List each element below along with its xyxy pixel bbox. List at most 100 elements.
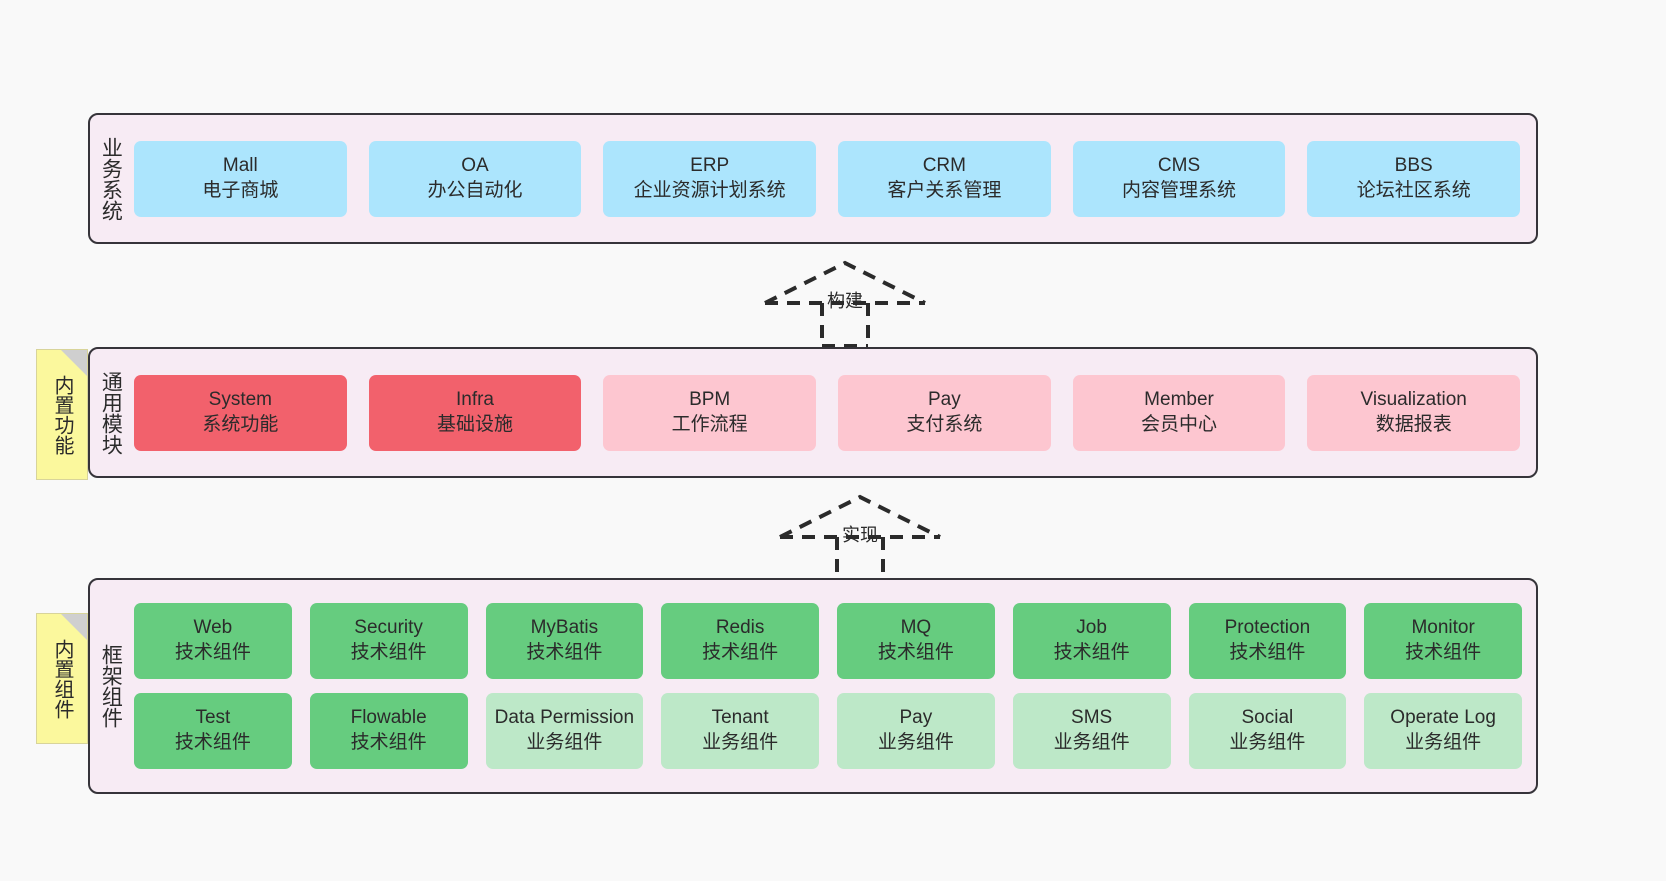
connector-build-label: 构建	[827, 291, 863, 311]
module-card-subtitle: 电子商城	[202, 179, 279, 201]
component-card-security[interactable]: Security 技术组件	[309, 603, 468, 679]
module-card-mall[interactable]: Mall 电子商城	[134, 140, 347, 217]
layer-framework-components-title: 框架组件	[99, 644, 123, 728]
layer-common-modules[interactable]: 通用模块 System 系统功能 Infra 基础设施 BPM 工作流程 Pay…	[88, 347, 1538, 478]
sticky-note-builtin-components[interactable]: 内置组件	[36, 613, 88, 744]
module-card-subtitle: 系统功能	[202, 413, 279, 435]
component-card-job[interactable]: Job 技术组件	[1012, 603, 1171, 679]
sticky-note-label: 内置功能	[51, 374, 73, 455]
component-card-sms[interactable]: SMS 业务组件	[1012, 693, 1171, 769]
component-card-mybatis[interactable]: MyBatis 技术组件	[485, 603, 644, 679]
framework-tech-components-row: Web 技术组件 Security 技术组件 MyBatis 技术组件 Redi…	[134, 603, 1522, 679]
component-card-title: SMS	[1071, 707, 1113, 729]
component-card-title: Pay	[899, 707, 933, 729]
component-card-title: Social	[1241, 707, 1294, 729]
connector-implement-label: 实现	[842, 525, 878, 545]
sticky-note-label: 内置组件	[51, 638, 73, 719]
component-card-title: MyBatis	[530, 617, 599, 639]
component-card-pay[interactable]: Pay 业务组件	[837, 693, 995, 769]
module-card-title: CRM	[922, 154, 966, 176]
module-card-title: Member	[1144, 388, 1214, 410]
component-card-title: Protection	[1224, 617, 1311, 639]
component-card-subtitle: 技术组件	[877, 642, 954, 663]
connector-implement: 实现	[775, 492, 945, 582]
component-card-subtitle: 技术组件	[350, 642, 427, 663]
module-card-visualization[interactable]: Visualization 数据报表	[1307, 374, 1521, 451]
layer-business-systems[interactable]: 业务系统 Mall 电子商城 OA 办公自动化 ERP 企业资源计划系统 CRM…	[88, 113, 1538, 244]
component-card-subtitle: 技术组件	[174, 732, 251, 753]
sticky-note-builtin-features[interactable]: 内置功能	[36, 349, 88, 480]
module-card-title: OA	[461, 154, 489, 176]
module-card-subtitle: 办公自动化	[427, 179, 523, 201]
component-card-subtitle: 技术组件	[1229, 642, 1306, 663]
component-card-subtitle: 业务组件	[1405, 732, 1482, 753]
component-card-subtitle: 业务组件	[702, 732, 779, 753]
module-card-erp[interactable]: ERP 企业资源计划系统	[603, 140, 817, 217]
module-card-subtitle: 工作流程	[671, 413, 748, 435]
component-card-subtitle: 业务组件	[526, 732, 603, 753]
module-card-crm[interactable]: CRM 客户关系管理	[838, 140, 1051, 217]
connector-build-arrow-icon	[764, 260, 926, 348]
module-card-member[interactable]: Member 会员中心	[1072, 374, 1286, 451]
module-card-subtitle: 企业资源计划系统	[633, 179, 786, 201]
component-card-tenant[interactable]: Tenant 业务组件	[661, 693, 819, 769]
module-card-title: BPM	[689, 388, 731, 410]
component-card-redis[interactable]: Redis 技术组件	[661, 603, 819, 679]
connector-build: 构建	[760, 258, 930, 348]
module-card-title: System	[208, 388, 273, 410]
component-card-subtitle: 业务组件	[877, 732, 954, 753]
component-card-test[interactable]: Test 技术组件	[134, 693, 292, 769]
module-card-title: Infra	[455, 388, 495, 410]
component-card-subtitle: 业务组件	[1229, 732, 1306, 753]
component-card-title: Redis	[715, 617, 765, 639]
module-card-title: Mall	[222, 154, 258, 176]
component-card-data-permission[interactable]: Data Permission 业务组件	[485, 693, 644, 769]
component-card-subtitle: 技术组件	[526, 642, 603, 663]
component-card-title: Web	[193, 617, 233, 639]
module-card-pay[interactable]: Pay 支付系统	[838, 374, 1051, 451]
module-card-infra[interactable]: Infra 基础设施	[368, 374, 582, 451]
component-card-protection[interactable]: Protection 技术组件	[1188, 603, 1347, 679]
component-card-operate-log[interactable]: Operate Log 业务组件	[1364, 693, 1522, 769]
module-card-title: ERP	[690, 154, 730, 176]
module-card-subtitle: 支付系统	[906, 413, 983, 435]
module-card-subtitle: 内容管理系统	[1122, 179, 1237, 201]
component-card-title: Flowable	[350, 707, 427, 729]
component-card-mq[interactable]: MQ 技术组件	[837, 603, 995, 679]
module-card-bbs[interactable]: BBS 论坛社区系统	[1307, 140, 1521, 217]
component-card-monitor[interactable]: Monitor 技术组件	[1364, 603, 1522, 679]
component-card-title: Data Permission	[494, 707, 635, 729]
component-card-title: MQ	[900, 617, 932, 639]
module-card-subtitle: 客户关系管理	[887, 179, 1002, 201]
module-card-subtitle: 基础设施	[437, 413, 514, 435]
component-card-title: Tenant	[711, 707, 769, 729]
module-card-cms[interactable]: CMS 内容管理系统	[1072, 140, 1286, 217]
module-card-subtitle: 论坛社区系统	[1356, 179, 1471, 201]
business-systems-row: Mall 电子商城 OA 办公自动化 ERP 企业资源计划系统 CRM 客户关系…	[134, 140, 1521, 217]
common-modules-row: System 系统功能 Infra 基础设施 BPM 工作流程 Pay 支付系统…	[134, 374, 1521, 451]
layer-common-modules-title: 通用模块	[99, 370, 123, 455]
layer-business-systems-body: Mall 电子商城 OA 办公自动化 ERP 企业资源计划系统 CRM 客户关系…	[130, 115, 1536, 242]
layer-common-modules-body: System 系统功能 Infra 基础设施 BPM 工作流程 Pay 支付系统…	[130, 349, 1536, 476]
module-card-subtitle: 数据报表	[1375, 413, 1452, 435]
component-card-title: Test	[195, 707, 231, 729]
component-card-subtitle: 技术组件	[350, 732, 427, 753]
component-card-web[interactable]: Web 技术组件	[134, 603, 292, 679]
layer-framework-components[interactable]: 框架组件 Web 技术组件 Security 技术组件 MyBatis 技术组件…	[88, 578, 1538, 794]
module-card-title: CMS	[1157, 154, 1201, 176]
layer-framework-components-body: Web 技术组件 Security 技术组件 MyBatis 技术组件 Redi…	[130, 580, 1536, 792]
component-card-title: Monitor	[1411, 617, 1475, 639]
component-card-subtitle: 技术组件	[174, 642, 251, 663]
component-card-social[interactable]: Social 业务组件	[1188, 693, 1347, 769]
module-card-bpm[interactable]: BPM 工作流程	[603, 374, 817, 451]
component-card-flowable[interactable]: Flowable 技术组件	[309, 693, 468, 769]
component-card-subtitle: 技术组件	[1405, 642, 1482, 663]
module-card-title: BBS	[1394, 154, 1433, 176]
module-card-oa[interactable]: OA 办公自动化	[368, 140, 582, 217]
module-card-system[interactable]: System 系统功能	[134, 374, 347, 451]
component-card-title: Job	[1076, 617, 1107, 639]
layer-business-systems-title: 业务系统	[99, 136, 123, 221]
module-card-subtitle: 会员中心	[1141, 413, 1218, 435]
component-card-subtitle: 技术组件	[702, 642, 779, 663]
